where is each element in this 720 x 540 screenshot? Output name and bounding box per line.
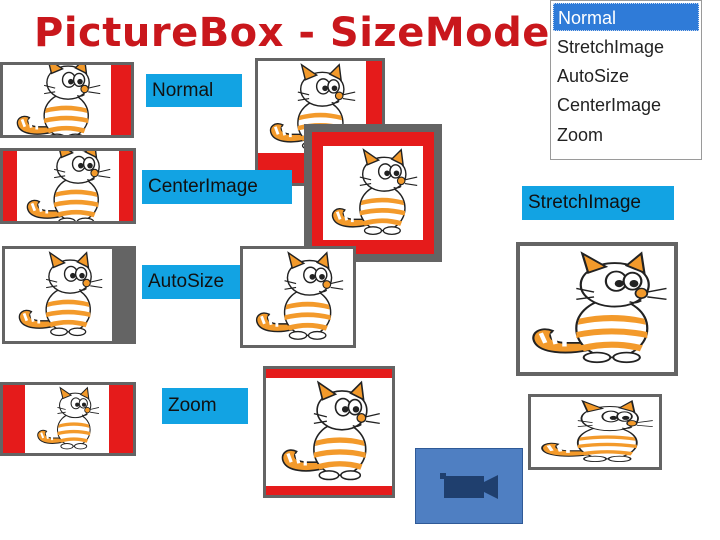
list-item-auto-size[interactable]: AutoSize: [553, 62, 699, 90]
picturebox-center-small[interactable]: [0, 148, 136, 224]
video-camera-icon: [416, 449, 522, 523]
list-item-stretch-image[interactable]: StretchImage: [553, 33, 699, 61]
cat-icon: [531, 397, 659, 467]
picturebox-stretch-small[interactable]: [528, 394, 662, 470]
cat-icon: [5, 249, 112, 341]
picturebox-center-image[interactable]: [304, 124, 442, 262]
label-normal: Normal: [146, 74, 242, 107]
picturebox-stretch-large[interactable]: [516, 242, 678, 376]
cat-icon: [520, 246, 674, 372]
cat-icon: [312, 132, 434, 254]
cat-icon: [3, 385, 133, 453]
size-mode-listbox[interactable]: Normal StretchImage AutoSize CenterImage…: [550, 0, 702, 160]
list-item-zoom[interactable]: Zoom: [553, 121, 699, 149]
cat-icon: [3, 151, 133, 221]
picturebox-auto-size-small[interactable]: [2, 246, 136, 344]
label-stretch-image: StretchImage: [522, 186, 674, 220]
label-auto-size: AutoSize: [142, 265, 240, 299]
cat-icon: [243, 249, 353, 345]
label-center-image: CenterImage: [142, 170, 292, 204]
picturebox-normal-small[interactable]: [0, 62, 134, 138]
media-button[interactable]: [415, 448, 523, 524]
list-item-center-image[interactable]: CenterImage: [553, 91, 699, 119]
cat-icon: [3, 65, 131, 135]
page-title: PictureBox - SizeMode: [34, 10, 550, 56]
picturebox-zoom-large[interactable]: [263, 366, 395, 498]
picturebox-zoom-small[interactable]: [0, 382, 136, 456]
list-item-normal[interactable]: Normal: [553, 3, 699, 31]
cat-icon: [266, 369, 392, 495]
picturebox-auto-size-large[interactable]: [240, 246, 356, 348]
label-zoom: Zoom: [162, 388, 248, 424]
